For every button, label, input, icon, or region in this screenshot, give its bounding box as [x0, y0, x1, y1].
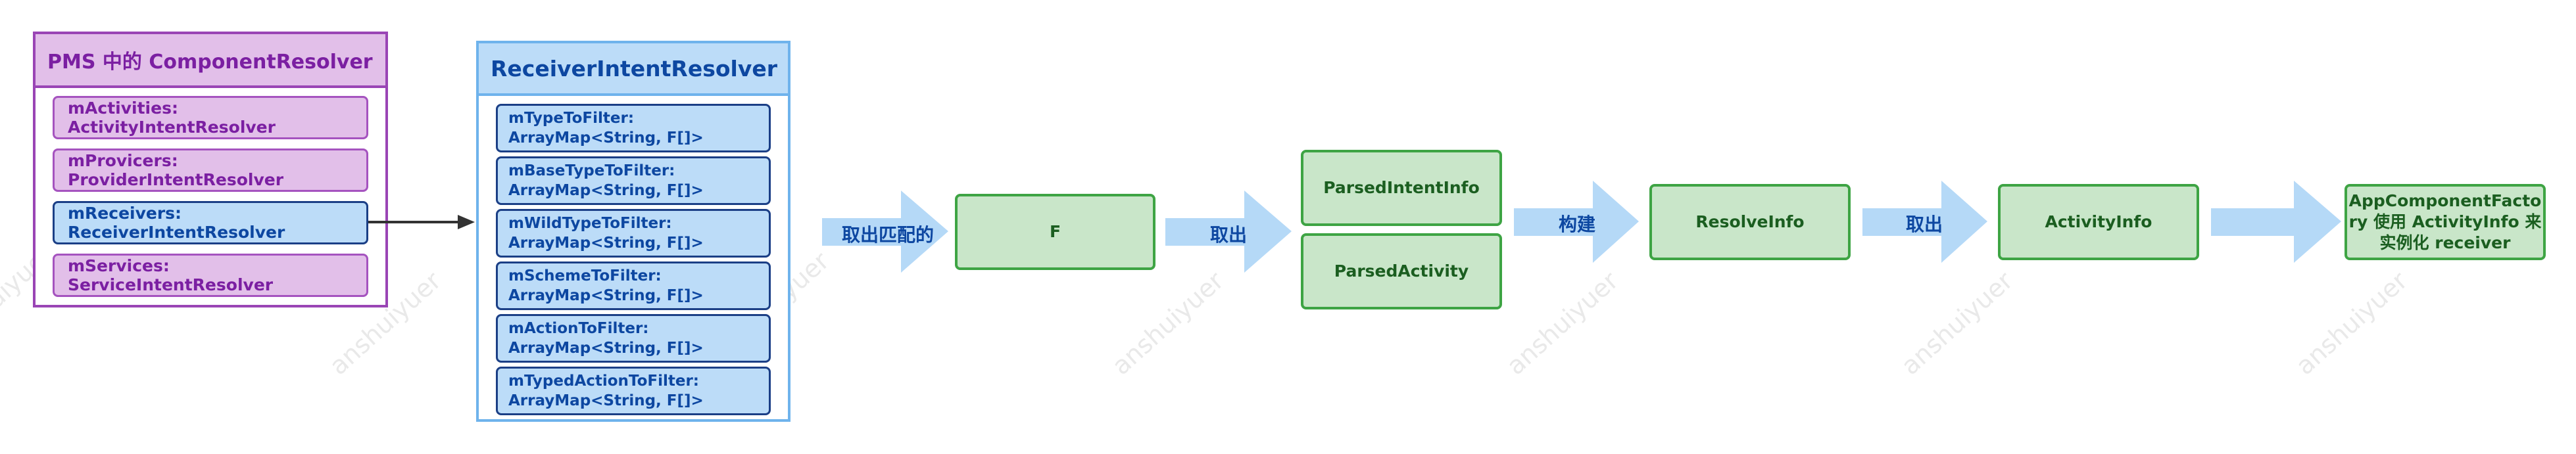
pms-item-activities: mActivities: ActivityIntentResolver: [53, 96, 368, 139]
connector-arrow: [368, 215, 475, 229]
filter-map-type: ArrayMap<String, F[]>: [508, 340, 704, 357]
filter-map-type: ArrayMap<String, F[]>: [508, 235, 704, 252]
flow-arrow-1-label: 取出匹配的: [842, 224, 935, 246]
filter-map-item: mTypeToFilter: ArrayMap<String, F[]>: [496, 104, 771, 152]
parsed-activity-box: ParsedActivity: [1301, 233, 1502, 309]
filter-map-item: mSchemeToFilter: ArrayMap<String, F[]>: [496, 261, 771, 310]
app-component-factory-line: 实例化 receiver: [2379, 233, 2511, 252]
flow-arrow-5: [2211, 181, 2341, 263]
filter-map-name: mActionToFilter:: [508, 320, 649, 337]
filter-map-name: mTypeToFilter:: [508, 110, 635, 127]
app-component-factory-line: ry 使用 ActivityInfo 来: [2348, 212, 2542, 231]
filter-map-name: mSchemeToFilter:: [508, 267, 662, 284]
pms-item-providers: mProvicers: ProviderIntentResolver: [53, 148, 368, 192]
flow-arrow-4-label: 取出: [1906, 214, 1943, 235]
flow-arrow-2-label: 取出: [1210, 224, 1248, 246]
flow-arrow-4: [1862, 181, 1987, 263]
pms-item-services: mServices: ServiceIntentResolver: [53, 254, 368, 297]
flow-arrow-1: [822, 191, 948, 273]
filter-map-type: ArrayMap<String, F[]>: [508, 287, 704, 304]
filter-map-type: ArrayMap<String, F[]>: [508, 392, 704, 409]
filter-map-type: ArrayMap<String, F[]>: [508, 182, 704, 199]
filter-map-name: mWildTypeToFilter:: [508, 215, 672, 232]
parsed-intent-info-box: ParsedIntentInfo: [1301, 150, 1502, 226]
pms-title: PMS 中的 ComponentResolver: [36, 34, 385, 88]
watermark: anshuiyuer: [1895, 265, 2019, 381]
filter-map-item: mActionToFilter: ArrayMap<String, F[]>: [496, 314, 771, 363]
filter-map-item: mWildTypeToFilter: ArrayMap<String, F[]>: [496, 209, 771, 258]
flow-arrow-2: [1165, 191, 1292, 273]
filter-map-type: ArrayMap<String, F[]>: [508, 129, 704, 147]
filter-map-item: mBaseTypeToFilter: ArrayMap<String, F[]>: [496, 156, 771, 205]
pms-component-resolver-container: PMS 中的 ComponentResolver mActivities: Ac…: [33, 32, 388, 307]
watermark: anshuiyuer: [1106, 265, 1230, 381]
receiver-intent-resolver-container: ReceiverIntentResolver mTypeToFilter: Ar…: [476, 41, 790, 422]
pms-item-receivers: mReceivers: ReceiverIntentResolver: [53, 201, 368, 244]
watermark: anshuiyuer: [2290, 265, 2414, 381]
filter-map-item: mTypedActionToFilter: ArrayMap<String, F…: [496, 367, 771, 415]
receiver-intent-resolver-title: ReceiverIntentResolver: [479, 43, 788, 96]
app-component-factory-line: AppComponentFacto: [2348, 191, 2542, 210]
activity-info-box: ActivityInfo: [1998, 184, 2199, 260]
app-component-factory-box: AppComponentFacto ry 使用 ActivityInfo 来 实…: [2345, 184, 2546, 260]
flow-arrow-3: [1514, 181, 1639, 263]
flow-arrow-3-label: 构建: [1559, 214, 1596, 235]
resolve-info-box: ResolveInfo: [1649, 184, 1851, 260]
filter-map-name: mBaseTypeToFilter:: [508, 162, 675, 179]
filter-map-name: mTypedActionToFilter:: [508, 373, 699, 390]
watermark: anshuiyuer: [1501, 265, 1624, 381]
f-box: F: [955, 194, 1155, 270]
